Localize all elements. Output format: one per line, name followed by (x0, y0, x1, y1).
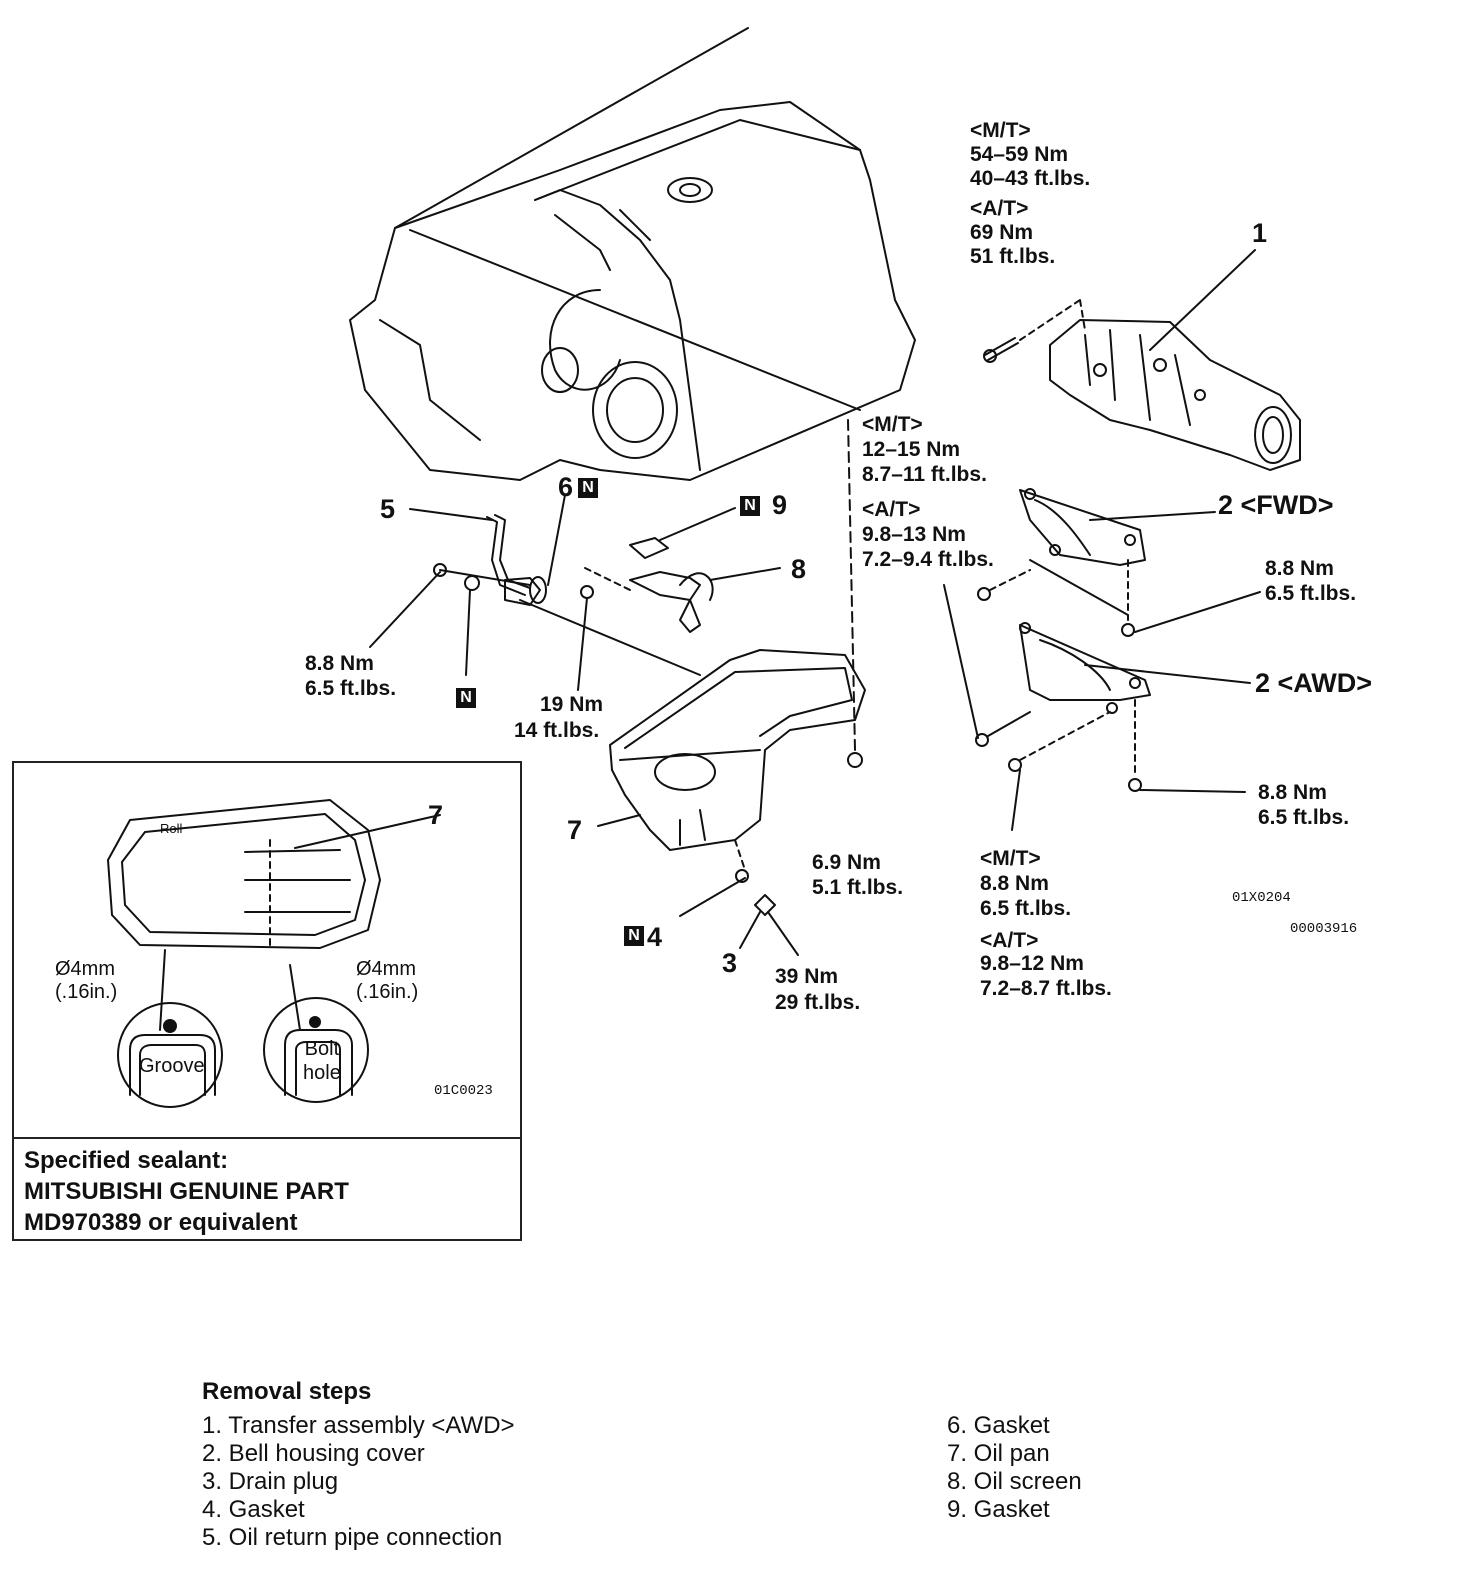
engine-block-drawing (349, 27, 916, 481)
transfer-mt-nm: 54–59 Nm (970, 143, 1069, 166)
groove-label: Groove (139, 1055, 205, 1077)
removal-step: 9. Gasket (947, 1496, 1050, 1523)
transfer-mt-ft: 40–43 ft.lbs. (970, 167, 1091, 190)
removal-step: 5. Oil return pipe connection (202, 1524, 503, 1551)
oil-screen-nm: 19 Nm (540, 693, 604, 716)
transfer-assembly-drawing (983, 249, 1301, 471)
transfer-at-ft: 51 ft.lbs. (970, 245, 1056, 268)
new-part-badge-6: N (578, 478, 598, 498)
removal-step: 8. Oil screen (947, 1468, 1082, 1495)
bell-lower-at-nm: 9.8–12 Nm (980, 952, 1084, 975)
callout-8: 8 (791, 554, 807, 584)
inset-divider (12, 1137, 522, 1139)
callout-3: 3 (722, 948, 738, 978)
bead-size-left: Ø4mm (.16in.) (55, 958, 118, 1003)
inset-pan-drawing (107, 799, 441, 1108)
bell-lower-mt-tag: <M/T> (980, 847, 1041, 870)
bell-lower-at-tag: <A/T> (980, 929, 1039, 952)
sealant-line-3: MD970389 or equivalent (24, 1209, 298, 1236)
sealant-spec: Specified sealant: MITSUBISHI GENUINE PAR… (24, 1145, 349, 1238)
sealant-inset-frame (12, 761, 522, 1241)
fwd-cover-drawing (977, 488, 1261, 637)
new-part-badge-4: N (624, 926, 644, 946)
bell-upper-mt-ft: 8.7–11 ft.lbs. (862, 463, 987, 486)
sealant-line-2: MITSUBISHI GENUINE PART (24, 1178, 349, 1205)
callout-5: 5 (380, 494, 396, 524)
sealant-line-1: Specified sealant: (24, 1147, 229, 1174)
removal-step: 1. Transfer assembly <AWD> (202, 1412, 515, 1439)
drain-plug-nm: 39 Nm (775, 965, 839, 988)
transfer-at-tag: <A/T> (970, 197, 1029, 220)
bell-upper-mt-nm: 12–15 Nm (862, 438, 961, 461)
transfer-at-nm: 69 Nm (970, 221, 1034, 244)
callout-1: 1 (1252, 218, 1268, 248)
figure-code-main: 01X0204 (1232, 890, 1291, 906)
bell-lower-mt-ft: 6.5 ft.lbs. (980, 897, 1072, 920)
callout-4: 4 (647, 922, 663, 952)
removal-step: 2. Bell housing cover (202, 1440, 425, 1467)
pan-mark-text: Roll (160, 821, 183, 836)
drain-plug-ft: 29 ft.lbs. (775, 991, 861, 1014)
return-pipe-nm: 8.8 Nm (305, 652, 374, 675)
document-code: 00003916 (1290, 921, 1358, 937)
figure-code-inset: 01C0023 (434, 1083, 493, 1099)
awd-cover-drawing (943, 584, 1251, 831)
removal-step: 3. Drain plug (202, 1468, 339, 1495)
bell-upper-mt-tag: <M/T> (862, 413, 923, 436)
callout-7: 7 (567, 815, 583, 845)
removal-step: 4. Gasket (202, 1496, 305, 1523)
awd-bolt-ft: 6.5 ft.lbs. (1258, 806, 1350, 829)
callout-2-fwd: 2 <FWD> (1218, 490, 1334, 520)
removal-steps-right: 6. Gasket 7. Oil pan 8. Oil screen 9. Ga… (947, 1412, 1082, 1524)
bead-size-right: Ø4mm (.16in.) (356, 958, 419, 1003)
awd-bolt-nm: 8.8 Nm (1258, 781, 1327, 804)
inset-callout-7: 7 (428, 800, 444, 830)
new-part-badge-9: N (740, 496, 760, 516)
fwd-bolt-ft: 6.5 ft.lbs. (1265, 582, 1357, 605)
removal-steps-left: 1. Transfer assembly <AWD> 2. Bell housi… (202, 1412, 515, 1552)
bell-upper-at-tag: <A/T> (862, 498, 921, 521)
oil-screen-ft: 14 ft.lbs. (514, 719, 600, 742)
new-part-badge-gasket: N (456, 688, 476, 708)
callout-9: 9 (772, 490, 788, 520)
bell-lower-at-ft: 7.2–8.7 ft.lbs. (980, 977, 1112, 1000)
oil-return-pipe-drawing (369, 494, 701, 676)
removal-step: 7. Oil pan (947, 1440, 1050, 1467)
bell-upper-at-ft: 7.2–9.4 ft.lbs. (862, 548, 994, 571)
callout-2-awd: 2 <AWD> (1255, 668, 1373, 698)
bolt-hole-label: Bolt hole (303, 1038, 341, 1084)
fwd-bolt-nm: 8.8 Nm (1265, 557, 1334, 580)
oil-screen-drawing (577, 507, 781, 691)
removal-steps-title: Removal steps (202, 1378, 372, 1405)
transfer-mt-tag: <M/T> (970, 119, 1031, 142)
return-pipe-ft: 6.5 ft.lbs. (305, 677, 397, 700)
oil-pan-drawing (597, 649, 866, 956)
removal-step: 6. Gasket (947, 1412, 1050, 1439)
pan-bolt-ft: 5.1 ft.lbs. (812, 876, 904, 899)
callout-6: 6 (558, 472, 574, 502)
bell-upper-at-nm: 9.8–13 Nm (862, 523, 966, 546)
bell-lower-mt-nm: 8.8 Nm (980, 872, 1049, 895)
pan-bolt-nm: 6.9 Nm (812, 851, 881, 874)
